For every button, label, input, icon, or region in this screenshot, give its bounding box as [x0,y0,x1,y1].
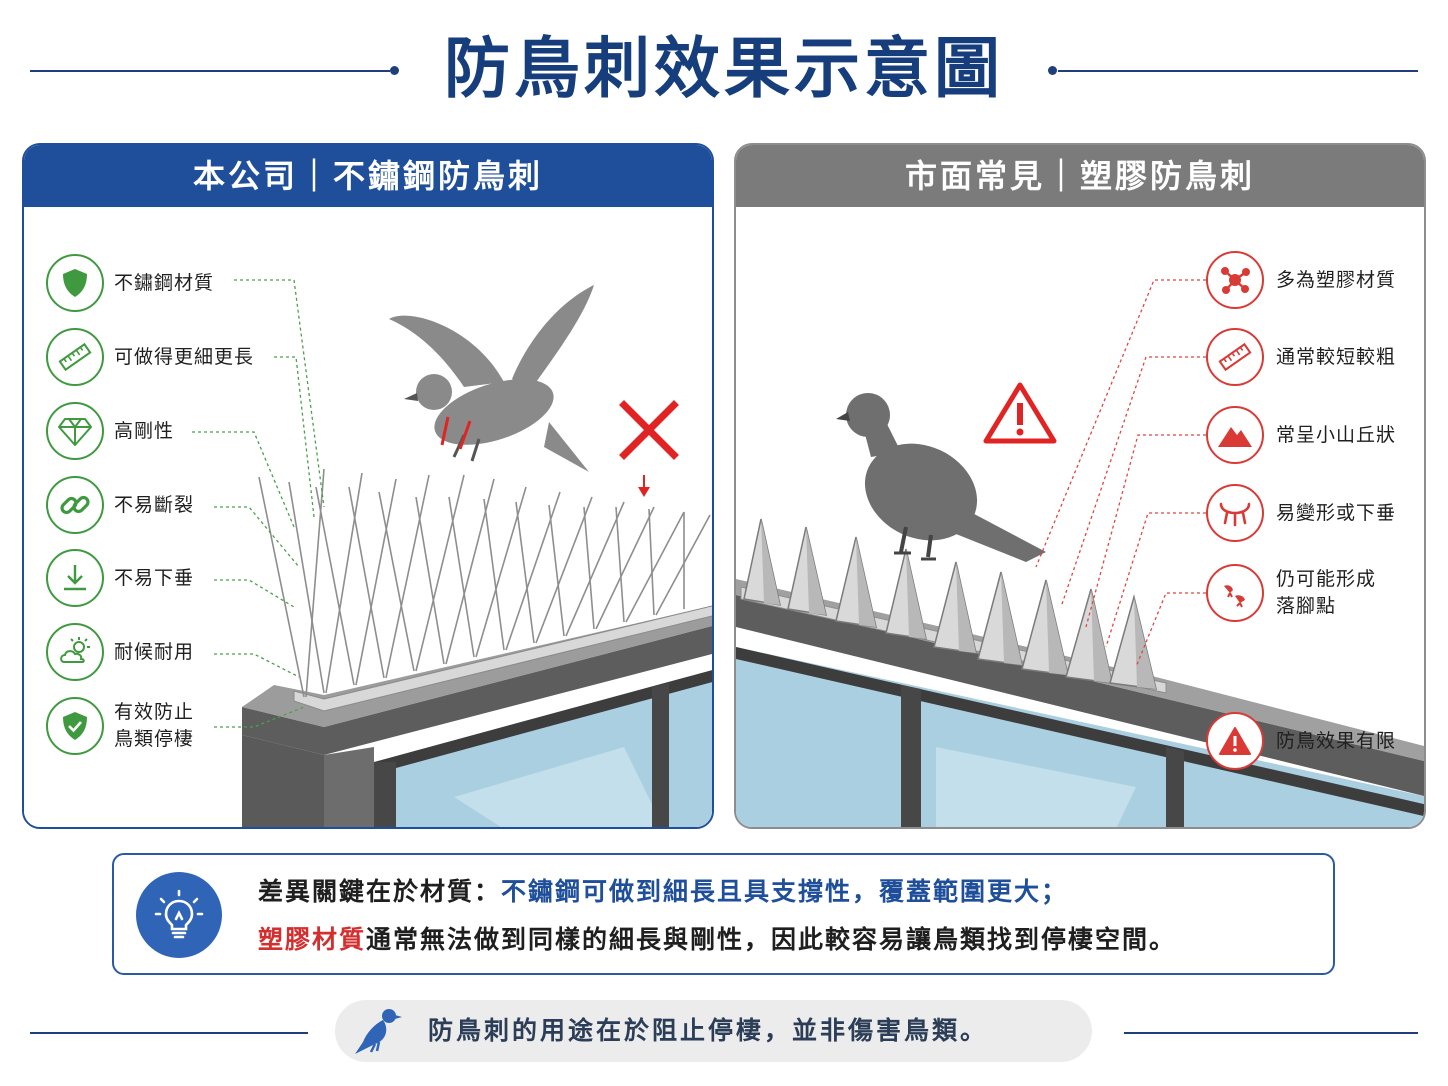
summary-prefix: 差異關鍵在於材質： [258,877,502,906]
summary-box: 差異關鍵在於材質：不鏽鋼可做到細長且具支撐性，覆蓋範圍更大； 塑膠材質通常無法做… [112,853,1335,975]
lightbulb-icon [136,872,222,958]
plastic-spike-panel: 市面常見｜塑膠防鳥刺 [734,143,1426,829]
feature-deforms: 易變形或下垂 [1206,484,1396,542]
stainless-panel-body: 不鏽鋼材質 可做得更細更長 高剛性 不易斷裂 不易下垂 [24,207,712,827]
arrow-down-icon [46,549,104,607]
window-mullion [652,683,669,827]
bend-icon [1206,484,1264,542]
window-mullion-1 [901,685,921,827]
feature-no-sag: 不易下垂 [46,549,194,607]
perched-pigeon [836,393,1046,562]
plastic-panel-body: 多為塑膠材質 通常較短較粗 常呈小山丘狀 易變形或下垂 仍可能形成 落腳點 [736,207,1424,827]
summary-plastic-rest: 通常無法做到同樣的細長與剛性，因此較容易讓鳥類找到停棲空間。 [366,925,1177,954]
wall-column-side [324,747,374,827]
summary-line-2: 塑膠材質通常無法做到同樣的細長與剛性，因此較容易讓鳥類找到停棲空間。 [258,923,1176,957]
page-title: 防鳥刺效果示意圖 [444,30,1004,107]
summary-line-1: 差異關鍵在於材質：不鏽鋼可做到細長且具支撐性，覆蓋範圍更大； [258,875,1068,909]
footer-divider-right [1124,1032,1418,1034]
feature-plastic-material: 多為塑膠材質 [1206,251,1396,309]
wall-column-front [242,735,324,827]
feature-high-rigidity: 高剛性 [46,402,174,460]
title-dot-left [390,66,399,75]
title-dot-right [1048,66,1057,75]
feature-label: 不鏽鋼材質 [114,271,215,294]
right-leader-lines [1035,279,1206,668]
title-divider-right [1058,70,1418,72]
feature-short-thick: 通常較短較粗 [1206,328,1396,386]
stainless-spikes [258,468,711,698]
plastic-panel-header: 市面常見｜塑膠防鳥刺 [736,145,1424,207]
shield-icon [46,254,104,312]
glass-reflection [936,747,1136,827]
stainless-spike-illustration [192,279,712,827]
feature-label: 仍可能形成 落腳點 [1276,568,1377,617]
ruler-icon [1206,328,1264,386]
feature-landing-spot: 仍可能形成 落腳點 [1206,564,1376,622]
window-frame-post [374,762,396,827]
feature-thinner-longer: 可做得更細更長 [46,328,254,386]
chain-link-icon [46,476,104,534]
feature-label: 耐候耐用 [114,640,195,663]
diamond-icon [46,402,104,460]
feature-stainless-material: 不鏽鋼材質 [46,254,214,312]
feature-label: 防鳥效果有限 [1276,729,1397,752]
feature-label: 高剛性 [114,419,175,442]
arrow-head-red [638,487,650,497]
feature-weather-durable: 耐候耐用 [46,623,194,681]
feature-label: 常呈小山丘狀 [1276,423,1397,446]
feature-label: 多為塑膠材質 [1276,268,1397,291]
molecule-icon [1206,251,1264,309]
parapet-front [242,626,712,755]
footer-pill [335,1000,1092,1062]
weather-icon [46,623,104,681]
stainless-spike-panel: 本公司｜不鏽鋼防鳥刺 [22,143,714,829]
title-divider-left [30,70,390,72]
feature-label: 不易下垂 [114,566,195,589]
feature-limited-effect: 防鳥效果有限 [1206,712,1396,770]
window-frame-top [374,670,712,774]
bird-feet-icon [1206,564,1264,622]
alert-marks [440,416,472,450]
stainless-panel-header: 本公司｜不鏽鋼防鳥刺 [24,145,712,207]
shield-check-icon [46,697,104,755]
mountain-icon [1206,406,1264,464]
summary-stainless-highlight: 不鏽鋼可做到細長且具支撐性，覆蓋範圍更大； [501,877,1069,906]
bird-icon [355,1009,402,1054]
summary-plastic-highlight: 塑膠材質 [258,925,367,954]
feature-label: 不易斷裂 [114,493,195,516]
window-mullion-2 [1166,747,1184,827]
feature-prevents-perching: 有效防止 鳥類停棲 [46,697,194,755]
feature-label: 易變形或下垂 [1276,501,1397,524]
spike-base-strip [293,605,712,712]
left-leader-lines [192,279,325,728]
footer-divider-left [30,1032,308,1034]
footer-text: 防鳥刺的用途在於阻止停棲，並非傷害鳥類。 [428,1016,989,1045]
feature-label: 通常較短較粗 [1276,345,1397,368]
warning-triangle-icon [983,382,1057,444]
feature-label: 可做得更細更長 [114,345,255,368]
plastic-cones [743,518,1157,690]
warning-icon [1206,712,1264,770]
glass-reflection [454,747,664,827]
feature-unbreakable: 不易斷裂 [46,476,194,534]
feature-label: 有效防止 鳥類停棲 [114,701,195,750]
feature-hill-shape: 常呈小山丘狀 [1206,406,1396,464]
blocked-x-icon [619,400,679,460]
flying-pigeon [389,285,594,472]
ruler-icon [46,328,104,386]
